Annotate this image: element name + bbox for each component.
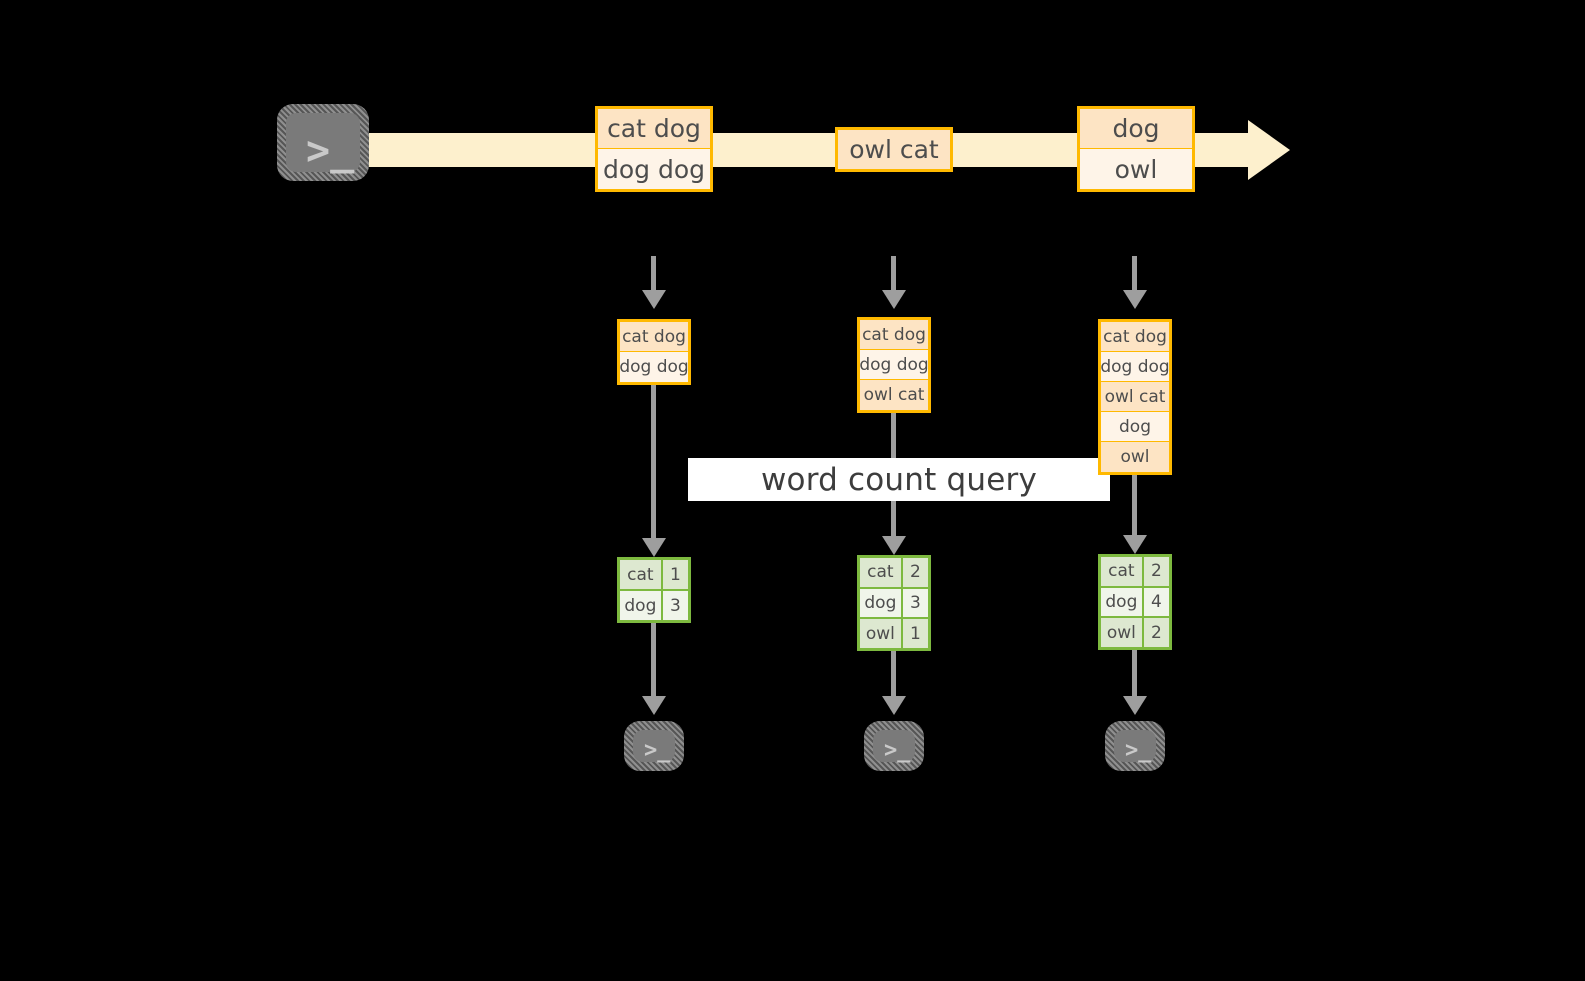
buffer-line: cat dog — [1101, 322, 1169, 352]
snapshot-2-trigger-line — [891, 256, 896, 292]
result-word: dog — [860, 588, 903, 618]
snapshot-1-result-table[interactable]: cat 1 dog 3 — [617, 557, 691, 623]
query-label: word count query — [760, 461, 1038, 498]
result-word: cat — [620, 560, 663, 589]
buffer-line: dog dog — [619, 352, 689, 382]
snapshot-2-sink-terminal-icon[interactable]: >_ — [864, 721, 924, 771]
terminal-prompt-glyph: >_ — [1125, 738, 1152, 763]
result-row: dog 3 — [860, 588, 928, 620]
terminal-screen — [286, 113, 360, 172]
stream-record-group-2[interactable]: owl cat — [835, 127, 953, 172]
result-row: cat 2 — [1101, 557, 1169, 588]
result-row: cat 2 — [860, 558, 928, 589]
snapshot-1-sink-arrowhead — [642, 696, 666, 715]
snapshot-3-sink-arrowhead — [1123, 696, 1147, 715]
terminal-prompt-glyph: >_ — [884, 738, 911, 763]
buffer-line: dog dog — [859, 350, 929, 380]
terminal-screen — [1114, 730, 1156, 762]
stream-record-line: cat dog — [598, 109, 710, 149]
query-label-band: word count query — [688, 458, 1110, 501]
snapshot-3-sink-line — [1132, 650, 1137, 698]
result-word: cat — [860, 558, 903, 587]
snapshot-2-query-arrowhead — [882, 536, 906, 555]
buffer-line: owl — [1101, 442, 1169, 472]
terminal-prompt-glyph: >_ — [306, 128, 355, 174]
snapshot-3-sink-terminal-icon[interactable]: >_ — [1105, 721, 1165, 771]
snapshot-3-trigger-line — [1132, 256, 1137, 292]
result-count: 1 — [902, 619, 928, 649]
result-count: 2 — [1143, 618, 1169, 648]
buffer-line: owl cat — [860, 380, 928, 410]
snapshot-3-buffer[interactable]: cat dog dog dog owl cat dog owl — [1098, 319, 1172, 475]
snapshot-1-sink-line — [651, 623, 656, 698]
snapshot-1-trigger-arrowhead — [642, 290, 666, 309]
result-count: 1 — [662, 560, 688, 589]
result-word: owl — [1101, 618, 1144, 648]
buffer-line: cat dog — [860, 320, 928, 350]
stream-record-line: owl cat — [838, 130, 950, 169]
buffer-line: dog dog — [1100, 352, 1170, 382]
snapshot-1-trigger-line — [651, 256, 656, 292]
result-word: cat — [1101, 557, 1144, 586]
snapshot-2-result-table[interactable]: cat 2 dog 3 owl 1 — [857, 555, 931, 651]
snapshot-1-buffer[interactable]: cat dog dog dog — [617, 319, 691, 385]
result-row: dog 4 — [1101, 587, 1169, 619]
stream-record-group-3[interactable]: dog owl — [1077, 106, 1195, 192]
result-word: dog — [1101, 587, 1144, 617]
snapshot-2-sink-line — [891, 651, 896, 698]
stream-record-line: dog dog — [598, 149, 710, 189]
result-word: dog — [620, 591, 663, 620]
snapshot-2-trigger-arrowhead — [882, 290, 906, 309]
stream-record-line: owl — [1080, 149, 1192, 189]
buffer-line: cat dog — [620, 322, 688, 352]
result-count: 3 — [902, 588, 928, 618]
snapshot-2-sink-arrowhead — [882, 696, 906, 715]
result-row: dog 3 — [620, 591, 688, 620]
result-count: 2 — [1143, 557, 1169, 586]
snapshot-3-trigger-arrowhead — [1123, 290, 1147, 309]
snapshot-2-buffer[interactable]: cat dog dog dog owl cat — [857, 317, 931, 413]
result-row: owl 2 — [1101, 618, 1169, 648]
buffer-line: dog — [1101, 412, 1169, 442]
result-row: cat 1 — [620, 560, 688, 591]
snapshot-1-query-arrowhead — [642, 538, 666, 557]
buffer-line: owl cat — [1101, 382, 1169, 412]
snapshot-1-query-line — [651, 385, 656, 540]
terminal-screen — [873, 730, 915, 762]
snapshot-3-query-arrowhead — [1123, 535, 1147, 554]
result-count: 4 — [1143, 587, 1169, 617]
terminal-prompt-glyph: >_ — [644, 738, 671, 763]
terminal-screen — [633, 730, 675, 762]
result-row: owl 1 — [860, 619, 928, 649]
stream-record-group-1[interactable]: cat dog dog dog — [595, 106, 713, 192]
snapshot-1-sink-terminal-icon[interactable]: >_ — [624, 721, 684, 771]
stream-record-line: dog — [1080, 109, 1192, 149]
source-terminal-icon[interactable]: >_ — [277, 104, 369, 181]
snapshot-3-result-table[interactable]: cat 2 dog 4 owl 2 — [1098, 554, 1172, 650]
result-word: owl — [860, 619, 903, 649]
result-count: 2 — [902, 558, 928, 587]
stream-arrow-head — [1248, 120, 1290, 180]
snapshot-3-query-line — [1132, 475, 1137, 538]
result-count: 3 — [662, 591, 688, 620]
